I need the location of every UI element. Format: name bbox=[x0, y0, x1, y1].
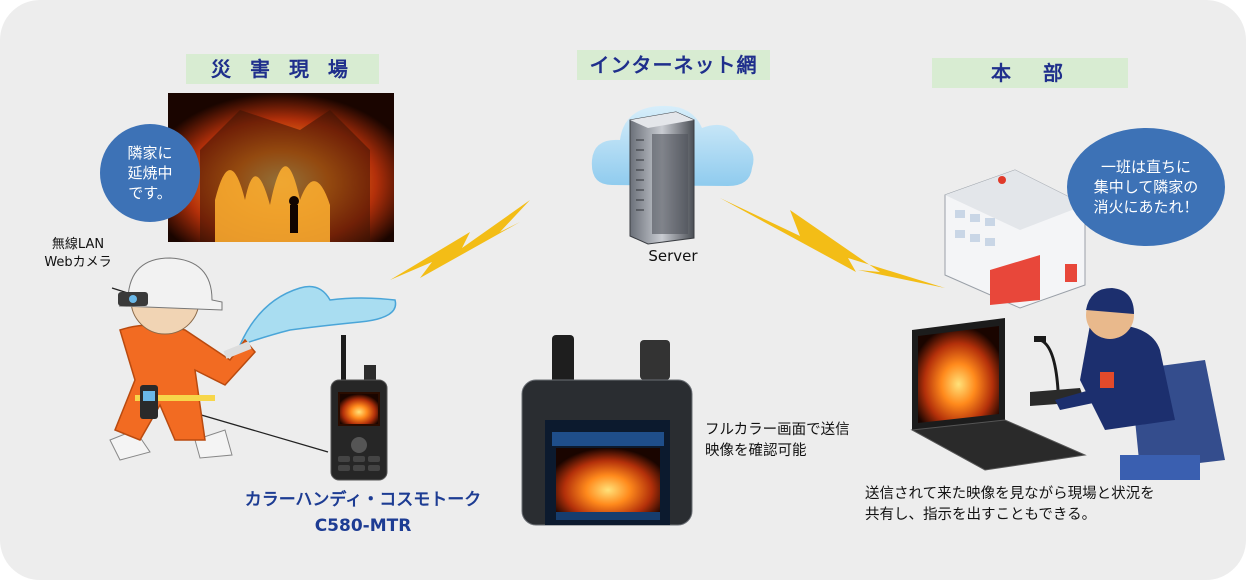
device-name-label: カラーハンディ・コスモトーク bbox=[244, 490, 482, 510]
handheld-radio bbox=[330, 335, 388, 481]
radio-closeup bbox=[521, 335, 693, 526]
lightning-right bbox=[720, 198, 945, 288]
firefighter-illustration bbox=[109, 257, 256, 461]
hq-caption: 送信されて来た映像を見ながら現場と状況を 共有し、指示を出すこともできる。 bbox=[865, 486, 1155, 523]
header-disaster-site: 災 害 現 場 bbox=[186, 54, 379, 84]
speech-bubble-hq: 一班は直ちに 集中して隣家の 消火にあたれ！ bbox=[1067, 128, 1225, 246]
fire-photo bbox=[168, 93, 394, 242]
server-tower-icon bbox=[629, 111, 695, 245]
camera-label: 無線LAN Webカメラ bbox=[44, 237, 112, 270]
header-internet: インターネット網 bbox=[577, 50, 770, 80]
officer-illustration bbox=[1055, 288, 1225, 480]
fire-station-building bbox=[944, 169, 1086, 309]
screen-caption: フルカラー画面で送信 映像を確認可能 bbox=[705, 422, 850, 459]
lightning-left bbox=[390, 200, 530, 280]
water-spray bbox=[238, 285, 397, 347]
speech-bubble-site: 隣家に 延焼中 です。 bbox=[100, 124, 200, 222]
header-headquarters: 本 部 bbox=[932, 58, 1128, 88]
device-model-label: C580-MTR bbox=[314, 516, 412, 536]
laptop-monitor bbox=[910, 318, 1087, 471]
server-label: Server bbox=[648, 247, 698, 265]
